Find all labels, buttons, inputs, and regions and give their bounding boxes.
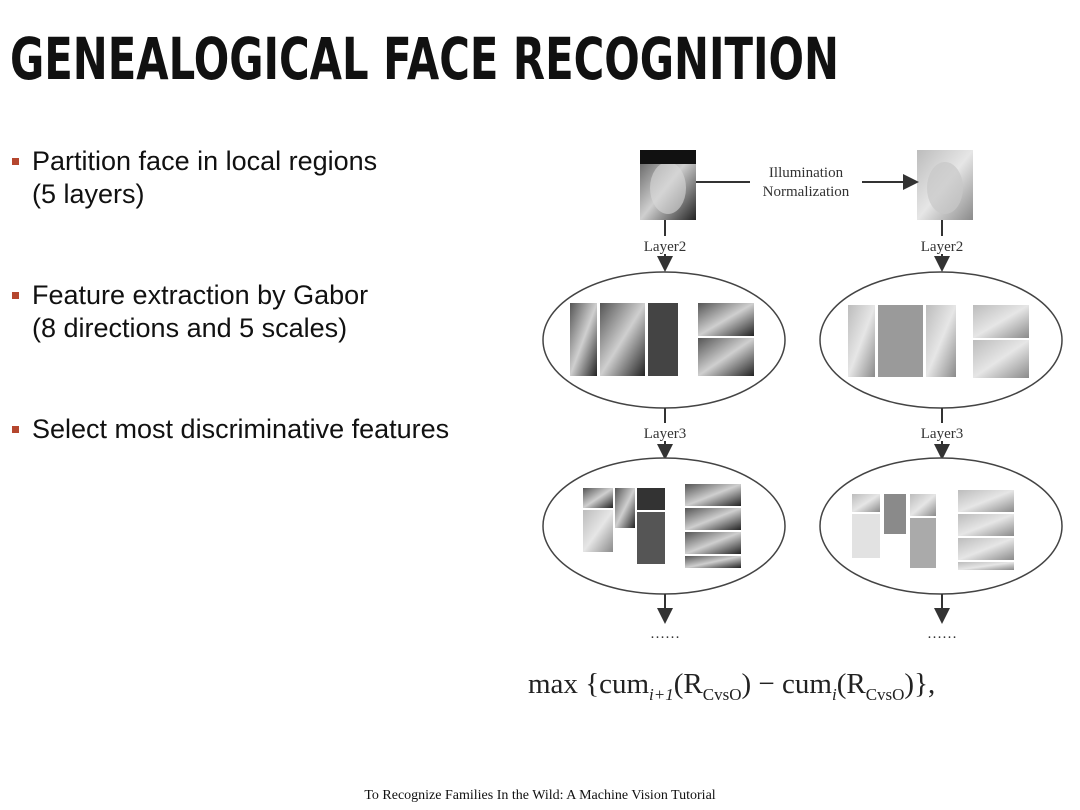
right-layer3-label: Layer3 [921, 426, 963, 442]
arrow-label-line1: Illumination [769, 165, 844, 181]
left-layer2-regions [570, 303, 754, 376]
bullet-text-line2: (5 layers) [32, 179, 145, 209]
formula-cum-2: cum [782, 668, 832, 700]
formula-end: }, [914, 668, 936, 700]
bullet-marker [12, 292, 19, 299]
right-layer2-label: Layer2 [921, 239, 963, 255]
formula-sub-r2: CvsO [865, 684, 905, 704]
formula-r-1: (R [673, 668, 703, 700]
formula-cum-1: cum [599, 668, 650, 700]
formula-close-1: ) [741, 668, 752, 700]
bullet-marker [12, 426, 19, 433]
bullet-text-line1: Feature extraction by Gabor [32, 280, 369, 310]
bullet-text-line1: Select most discriminative features [32, 414, 450, 444]
original-face-image [640, 150, 696, 220]
formula-open-brace: { [585, 668, 600, 700]
face-partition-diagram: Illumination Normalization Layer2 Layer3… [542, 150, 1063, 642]
left-layer2-label: Layer2 [644, 239, 686, 255]
bullet-text-line1: Partition face in local regions [32, 146, 378, 176]
right-layer3-regions [852, 490, 1014, 570]
formula-sub-1: i+1 [649, 684, 674, 704]
formula-max: max [528, 668, 578, 700]
formula-sub-2: i [831, 684, 837, 704]
formula-close-2: ) [904, 668, 915, 700]
slide-footer: To Recognize Families In the Wild: A Mac… [364, 788, 716, 803]
bullet-marker [12, 158, 19, 165]
formula-minus: − [758, 668, 775, 700]
normalized-face-image [917, 150, 973, 220]
formula-sub-r1: CvsO [702, 684, 742, 704]
left-layer3-regions [583, 484, 741, 568]
selection-formula: max {cumi+1(RCvsO) − cumi(RCvsO)}, [528, 668, 935, 705]
right-continuation-dots: …… [927, 626, 957, 642]
left-continuation-dots: …… [650, 626, 680, 642]
slide-title: GENEALOGICAL FACE RECOGNITION [10, 25, 839, 93]
arrow-label-line2: Normalization [763, 184, 850, 200]
right-layer2-regions [848, 305, 1029, 378]
left-layer3-label: Layer3 [644, 426, 686, 442]
bullet-text-line2: (8 directions and 5 scales) [32, 313, 348, 343]
formula-r-2: (R [836, 668, 866, 700]
